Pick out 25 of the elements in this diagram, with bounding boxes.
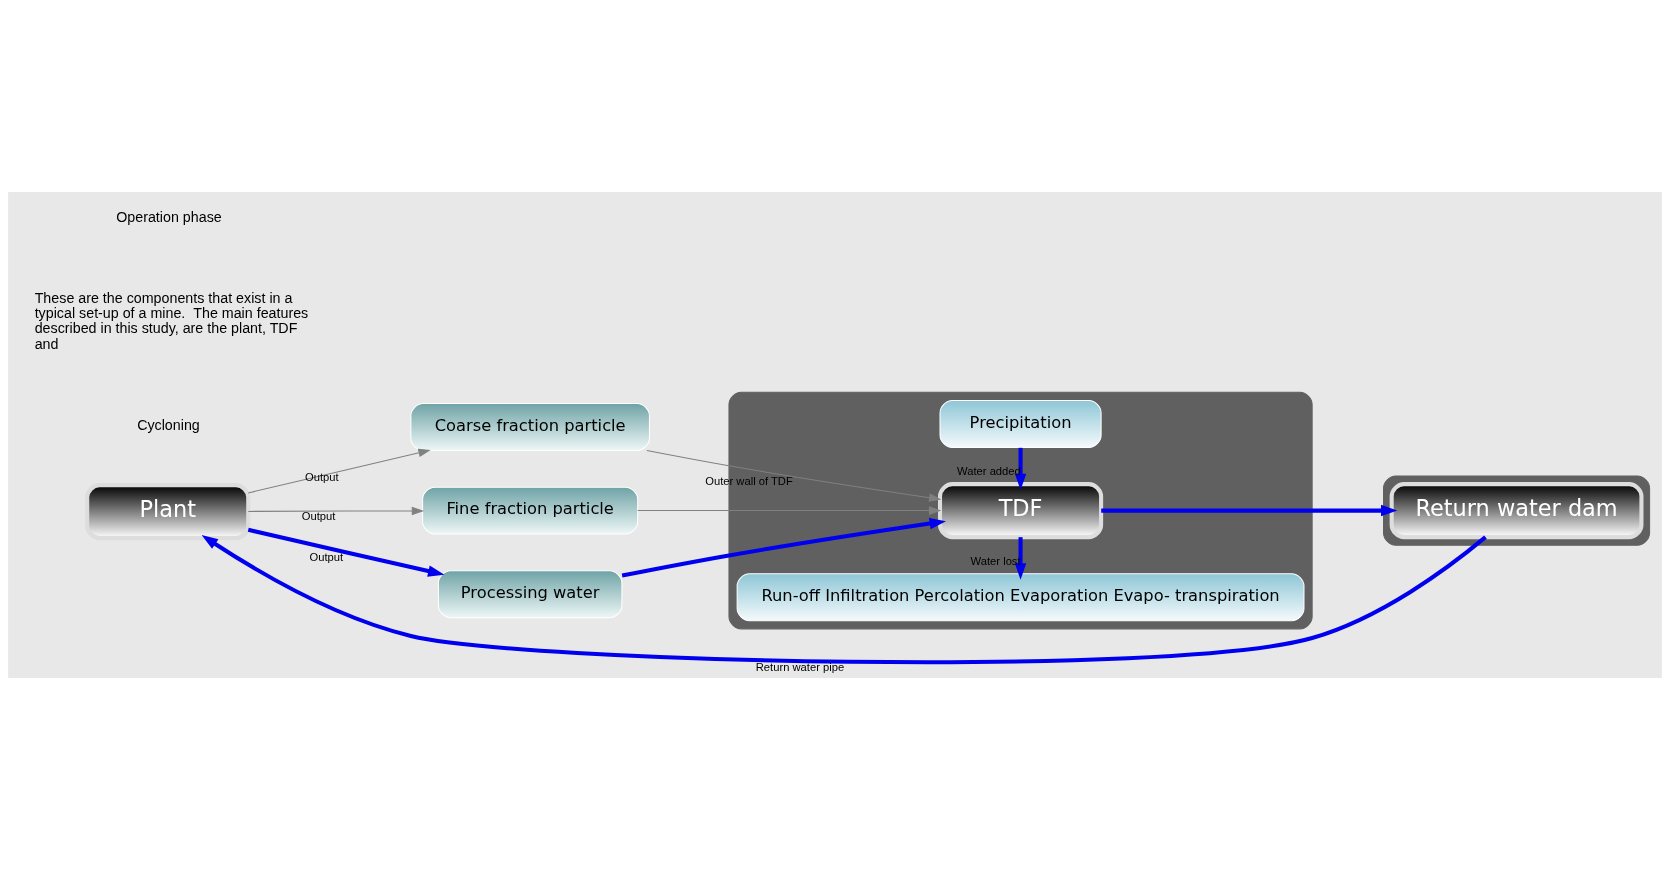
arrow	[201, 534, 1487, 665]
edge-label: Output	[305, 470, 339, 483]
arrow	[1014, 447, 1027, 491]
edge-label: Return water pipe	[755, 660, 845, 673]
label: Cycloning	[137, 416, 200, 433]
arrow	[247, 506, 424, 516]
node-box: Run-off Infiltration Percolation Evaporation Evapo- transpiration	[736, 573, 1305, 622]
arrow	[247, 448, 431, 494]
node-box: Precipitation	[939, 400, 1102, 448]
node-box: Plant	[85, 483, 251, 541]
arrow	[247, 527, 445, 577]
label: These are the components that exist in a typical set-up of a mine. The main features described in this study, are the plant, TDF and	[34, 289, 309, 352]
arrow	[1101, 504, 1398, 517]
node-box: Fine fraction particle	[422, 486, 639, 535]
arrow	[646, 449, 942, 502]
edge-label: Output	[309, 550, 344, 563]
node-box: TDF	[937, 482, 1104, 540]
arrow	[621, 517, 946, 578]
edge-label: Output	[301, 510, 336, 523]
arrow	[637, 506, 942, 515]
node-box: Processing water	[437, 570, 623, 619]
node-box: Return water dam	[1389, 482, 1644, 540]
node-box: Coarse fraction particle	[410, 403, 650, 451]
label: Operation phase	[116, 208, 222, 225]
arrow	[1014, 537, 1027, 580]
